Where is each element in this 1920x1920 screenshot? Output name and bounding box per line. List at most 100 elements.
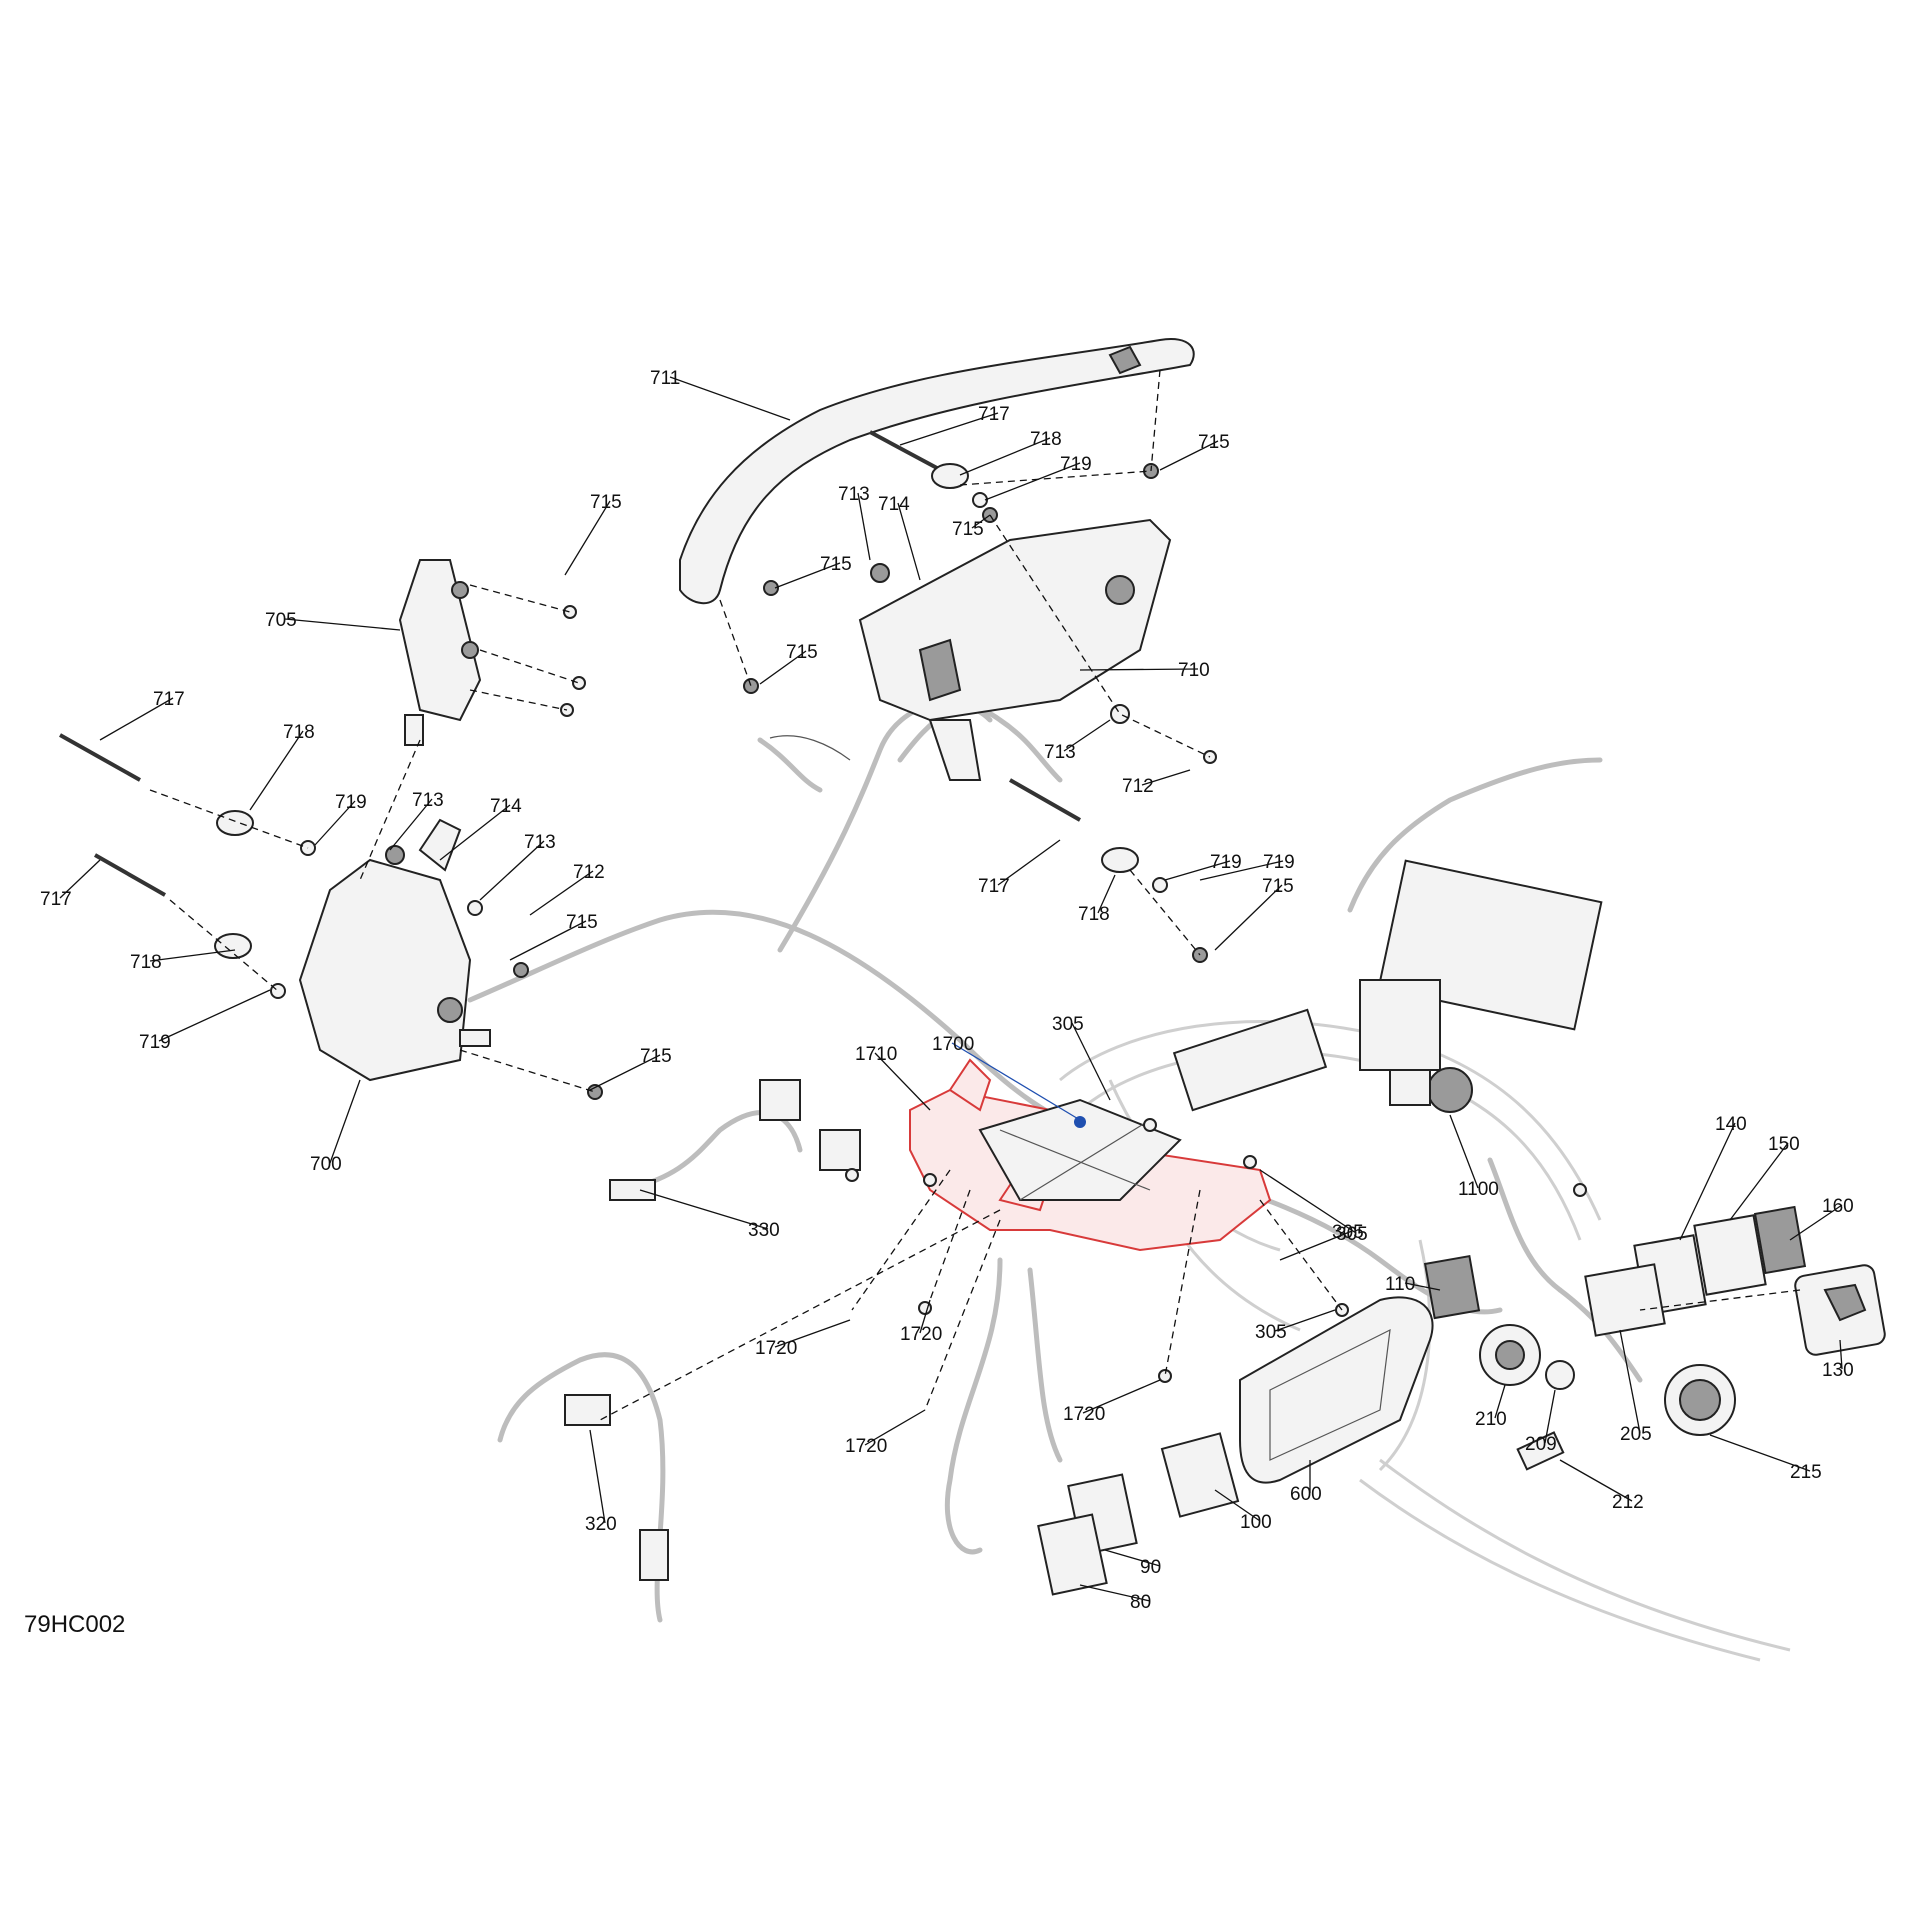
part-209-nut — [1545, 1360, 1575, 1390]
part-160-cover — [1753, 1205, 1807, 1275]
leader-c212 — [1559, 1459, 1633, 1502]
leader-c1720b — [919, 1299, 931, 1334]
leader-lines — [59, 376, 1843, 1602]
callout-label-c1720c[interactable]: 1720 — [845, 1436, 887, 1457]
callout-label-c1700[interactable]: 1700 — [932, 1034, 974, 1055]
callout-label-c600[interactable]: 600 — [1290, 1484, 1322, 1505]
callout-label-c305d[interactable]: 305 — [1255, 1322, 1287, 1343]
callout-label-c718a[interactable]: 718 — [1030, 429, 1062, 450]
callout-label-c713c[interactable]: 713 — [412, 790, 444, 811]
callout-label-c110[interactable]: 110 — [1385, 1274, 1415, 1295]
callout-label-c715b[interactable]: 715 — [952, 519, 984, 540]
callout-label-c330[interactable]: 330 — [748, 1220, 780, 1241]
callout-label-c90[interactable]: 90 — [1140, 1557, 1161, 1578]
callout-label-c714b[interactable]: 714 — [490, 796, 522, 817]
assembly-dash-lines — [149, 369, 1801, 1421]
callout-label-c715c[interactable]: 715 — [820, 554, 852, 575]
leader-c1700 — [951, 1042, 1081, 1121]
callout-label-c320[interactable]: 320 — [585, 1514, 617, 1535]
leader-c209 — [1544, 1389, 1556, 1444]
leader-c160 — [1789, 1204, 1843, 1241]
callout-label-c140[interactable]: 140 — [1715, 1114, 1747, 1135]
part-600-display — [1239, 1296, 1434, 1484]
leader-c719d — [1164, 860, 1231, 881]
callout-label-c719a[interactable]: 719 — [1060, 454, 1092, 475]
leader-c711 — [669, 376, 791, 421]
callout-label-c710[interactable]: 710 — [1178, 660, 1210, 681]
leader-c205 — [1619, 1329, 1641, 1434]
leader-c1720d — [1082, 1379, 1161, 1414]
callout-label-c719d[interactable]: 719 — [1210, 852, 1242, 873]
callout-label-c715e[interactable]: 715 — [590, 492, 622, 513]
leader-c718b — [249, 730, 304, 811]
leader-c140 — [1679, 1122, 1736, 1241]
callout-label-c1720b[interactable]: 1720 — [900, 1324, 942, 1345]
leader-c700 — [329, 1079, 361, 1164]
leader-c718a — [959, 437, 1051, 476]
callout-label-c700[interactable]: 700 — [310, 1154, 342, 1175]
leader-c717c — [59, 859, 101, 899]
leader-c718c — [1097, 874, 1116, 914]
leader-c719c — [158, 989, 271, 1042]
leader-c715g — [1214, 884, 1283, 951]
leader-c715f — [509, 920, 587, 961]
callout-label-c1720a[interactable]: 1720 — [755, 1338, 797, 1359]
callout-label-c719c[interactable]: 719 — [139, 1032, 171, 1053]
callout-label-c705[interactable]: 705 — [265, 610, 297, 631]
callout-label-c1100[interactable]: 1100 — [1458, 1179, 1499, 1200]
callout-label-c210[interactable]: 210 — [1475, 1409, 1507, 1430]
callout-label-c1720d[interactable]: 1720 — [1063, 1404, 1105, 1425]
callout-label-c715g[interactable]: 715 — [1262, 876, 1294, 897]
leader-c305d — [1274, 1309, 1336, 1332]
callout-label-c719b[interactable]: 719 — [335, 792, 367, 813]
part-1700-module — [978, 1098, 1182, 1201]
callout-label-c215[interactable]: 215 — [1790, 1462, 1822, 1483]
part-215-socket — [1664, 1364, 1736, 1436]
callout-label-c715a[interactable]: 715 — [1198, 432, 1230, 453]
callout-label-c711[interactable]: 711 — [650, 368, 680, 389]
leader-c710 — [1079, 668, 1199, 671]
callout-label-c718c[interactable]: 718 — [1078, 904, 1110, 925]
callout-label-c715h[interactable]: 715 — [640, 1046, 672, 1067]
callout-label-c717d[interactable]: 717 — [978, 876, 1010, 897]
callout-label-c209[interactable]: 209 — [1525, 1434, 1557, 1455]
callout-label-c715f[interactable]: 715 — [566, 912, 598, 933]
leader-c150 — [1729, 1142, 1789, 1221]
callout-label-c719e[interactable]: 719 — [1263, 852, 1295, 873]
callout-label-c100[interactable]: 100 — [1240, 1512, 1272, 1533]
callout-label-c80[interactable]: 80 — [1130, 1592, 1151, 1613]
callout-label-c713d[interactable]: 713 — [524, 832, 556, 853]
callout-label-c713a[interactable]: 713 — [838, 484, 870, 505]
callout-label-c717c[interactable]: 717 — [40, 889, 72, 910]
callout-label-c212[interactable]: 212 — [1612, 1492, 1644, 1513]
callout-label-c712b[interactable]: 712 — [573, 862, 605, 883]
callout-label-c718d[interactable]: 718 — [130, 952, 162, 973]
leader-c305a — [1071, 1022, 1111, 1101]
callout-label-c712a[interactable]: 712 — [1122, 776, 1154, 797]
callout-label-c718b[interactable]: 718 — [283, 722, 315, 743]
callout-label-c150[interactable]: 150 — [1768, 1134, 1800, 1155]
callout-label-c205[interactable]: 205 — [1620, 1424, 1652, 1445]
callout-label-c160[interactable]: 160 — [1822, 1196, 1854, 1217]
leader-c80 — [1079, 1584, 1151, 1602]
leader-c100 — [1214, 1489, 1261, 1522]
callout-label-c717b[interactable]: 717 — [153, 689, 185, 710]
leader-c110 — [1404, 1282, 1441, 1291]
part-205-bracket — [1584, 1263, 1666, 1337]
leader-c305c — [1259, 1169, 1357, 1234]
part-212-connector — [1516, 1431, 1565, 1471]
callout-label-c130[interactable]: 130 — [1822, 1360, 1854, 1381]
callout-label-c717a[interactable]: 717 — [978, 404, 1010, 425]
callout-label-c713b[interactable]: 713 — [1044, 742, 1076, 763]
callout-label-c714a[interactable]: 714 — [878, 494, 910, 515]
callout-label-c1710[interactable]: 1710 — [855, 1044, 897, 1065]
callout-label-c305a[interactable]: 305 — [1052, 1014, 1084, 1035]
leader-c714a — [897, 502, 921, 581]
callout-label-c305c[interactable]: 305 — [1336, 1224, 1368, 1245]
leader-c713c — [389, 798, 433, 851]
callout-label-c715d[interactable]: 715 — [786, 642, 818, 663]
leader-c719b — [314, 800, 356, 846]
leader-c718d — [149, 949, 236, 962]
callout-label-c305b[interactable]: 305 — [1332, 1222, 1364, 1243]
